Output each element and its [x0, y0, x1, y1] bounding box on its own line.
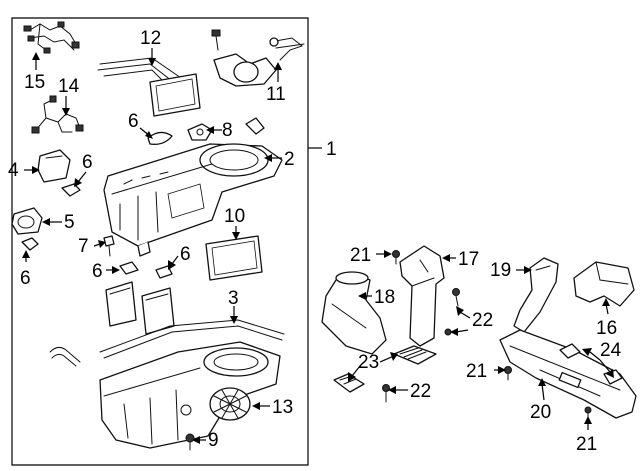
callout-11: 11 [266, 84, 286, 105]
callout-10: 10 [224, 206, 245, 227]
duct-19 [513, 257, 559, 333]
seal-strip-3 [99, 319, 285, 359]
screw-21-middle [504, 366, 512, 381]
duct-17 [399, 245, 445, 347]
callout-6-top: 6 [128, 111, 139, 132]
callout-13: 13 [272, 397, 293, 418]
callout-12: 12 [140, 28, 161, 49]
blower-motor-13 [209, 387, 251, 421]
callout-6-left: 6 [82, 152, 93, 173]
callout-4: 4 [8, 160, 19, 181]
clip-6-lower-left [21, 237, 39, 251]
callout-21-middle: 21 [466, 361, 487, 382]
actuator-4 [37, 149, 71, 183]
callout-14: 14 [58, 76, 80, 97]
clip-top-right [245, 117, 265, 135]
callout-16: 16 [596, 318, 617, 339]
callout-7: 7 [78, 236, 89, 257]
cabin-filter-10 [205, 235, 263, 281]
vent-grille-23 [333, 345, 437, 393]
lower-case [99, 341, 281, 449]
heater-core-12 [97, 57, 201, 117]
callout-17: 17 [458, 249, 479, 270]
callout-9: 9 [208, 430, 219, 451]
duct-18 [321, 271, 387, 355]
seal-6-top [147, 131, 173, 145]
filter-door-right [141, 287, 175, 335]
screw-21-upper [392, 250, 400, 265]
callout-15: 15 [24, 72, 45, 93]
callout-24: 24 [600, 340, 622, 361]
callout-21-lower: 21 [576, 434, 597, 455]
callout-6-lower-left: 6 [20, 268, 31, 289]
upper-case-2 [103, 143, 283, 257]
callout-20: 20 [530, 402, 551, 423]
callout-23: 23 [358, 352, 379, 373]
callout-6-right: 6 [180, 244, 191, 265]
sensor-7 [103, 235, 115, 257]
screw-9 [185, 433, 195, 451]
drain-hose [49, 346, 81, 367]
callout-3: 3 [228, 288, 239, 309]
callout-5: 5 [64, 212, 75, 233]
callout-2: 2 [284, 149, 295, 170]
callout-19: 19 [490, 260, 511, 281]
callout-18: 18 [374, 287, 395, 308]
callout-21-upper: 21 [350, 245, 371, 266]
assembly-frame [11, 17, 309, 466]
wiring-harness-15 [23, 21, 80, 54]
filter-door-left [105, 281, 137, 327]
callout-22-lower: 22 [410, 381, 431, 402]
callout-22-upper: 22 [472, 310, 493, 331]
actuator-5 [11, 207, 43, 235]
callout-8: 8 [222, 120, 233, 141]
bolt-22-upper [452, 288, 460, 307]
actuator-8 [187, 123, 213, 141]
insulator-16 [573, 261, 635, 307]
actuator-motor-11 [213, 37, 305, 87]
wiring-harness-14 [31, 95, 84, 134]
connector-6-left [61, 183, 81, 197]
callout-1: 1 [326, 139, 337, 160]
rear-duct-20 [499, 329, 637, 419]
leader-lines [22, 48, 614, 444]
bolt-22-lower [382, 384, 390, 403]
callout-labels: 1 2 3 4 5 6 6 6 6 6 7 8 9 10 11 12 13 14… [8, 28, 622, 455]
bolt-top [211, 29, 221, 51]
clip-6-middle [119, 261, 139, 275]
callout-6-middle: 6 [92, 261, 103, 282]
